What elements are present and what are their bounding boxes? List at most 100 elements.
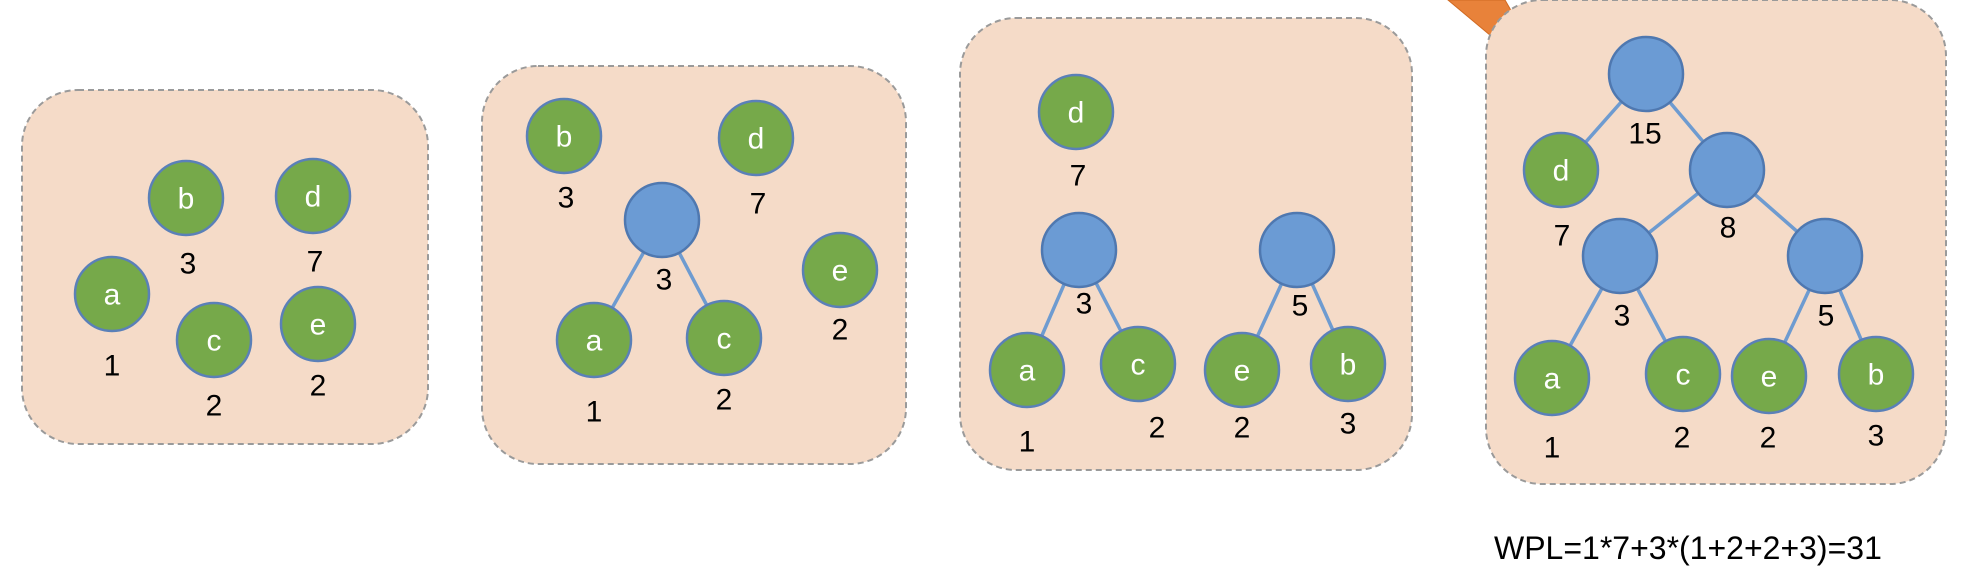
node-weight: 1 [1019, 426, 1036, 459]
internal-node-circle [1688, 131, 1766, 209]
leaf-node-circle [988, 331, 1066, 409]
node-letter: a [1544, 363, 1561, 396]
node-letter: e [310, 309, 327, 342]
tree-node-d: d7 [717, 99, 795, 221]
node-weight: 8 [1720, 212, 1737, 245]
node-weight: 1 [1544, 432, 1561, 465]
internal-node-circle [1581, 217, 1659, 295]
tree-node-c: c2 [685, 299, 763, 417]
internal-node-circle [1786, 217, 1864, 295]
node-weight: 2 [1760, 422, 1777, 455]
tree-node-b: b3 [147, 159, 225, 281]
node-weight: 2 [206, 390, 223, 423]
tree-node-b: b3 [1837, 335, 1915, 453]
node-weight: 2 [310, 370, 327, 403]
leaf-node-circle [1513, 339, 1591, 417]
tree-node-d: d7 [1037, 73, 1115, 193]
panel-background [1485, 0, 1947, 485]
leaf-node-circle [1730, 337, 1808, 415]
leaf-node-circle [525, 97, 603, 175]
node-letter: d [748, 123, 765, 156]
tree-node-c: c2 [175, 301, 253, 423]
node-letter: c [1676, 359, 1691, 392]
tree-node-b: b3 [525, 97, 603, 215]
internal-node-circle [623, 181, 701, 259]
node-weight: 15 [1628, 118, 1661, 151]
node-weight: 3 [1614, 300, 1631, 333]
node-letter: e [1761, 361, 1778, 394]
node-weight: 7 [307, 246, 324, 279]
tree-node-n3: 3 [1581, 217, 1659, 333]
node-weight: 1 [104, 350, 121, 383]
node-weight: 2 [832, 314, 849, 347]
tree-node-e: e2 [279, 285, 357, 403]
node-weight: 3 [558, 182, 575, 215]
leaf-node-circle [801, 231, 879, 309]
tree-node-d: d7 [1522, 131, 1600, 253]
leaf-node-circle [1099, 325, 1177, 403]
node-weight: 3 [656, 264, 673, 297]
wpl-formula: WPL=1*7+3*(1+2+2+3)=31 [1494, 530, 1882, 566]
leaf-node-circle [1037, 73, 1115, 151]
node-weight: 2 [716, 384, 733, 417]
node-letter: c [1131, 349, 1146, 382]
node-weight: 2 [1674, 422, 1691, 455]
tree-node-c: c2 [1644, 335, 1722, 455]
node-letter: b [1340, 349, 1357, 382]
node-weight: 7 [750, 188, 767, 221]
node-weight: 7 [1554, 220, 1571, 253]
node-letter: a [586, 325, 603, 358]
tree-node-a: a1 [555, 301, 633, 429]
node-weight: 1 [586, 396, 603, 429]
tree-node-e: e2 [1203, 331, 1281, 445]
node-weight: 5 [1818, 300, 1835, 333]
node-weight: 3 [180, 248, 197, 281]
tree-node-a: a1 [73, 255, 151, 383]
node-letter: c [207, 325, 222, 358]
internal-node-circle [1258, 211, 1336, 289]
tree-node-n8: 8 [1688, 131, 1766, 245]
leaf-node-circle [1837, 335, 1915, 413]
node-letter: c [717, 323, 732, 356]
leaf-node-circle [685, 299, 763, 377]
node-weight: 2 [1234, 412, 1251, 445]
leaf-node-circle [175, 301, 253, 379]
node-letter: d [305, 181, 322, 214]
node-letter: d [1553, 155, 1570, 188]
leaf-node-circle [279, 285, 357, 363]
tree-node-e: e2 [801, 231, 879, 347]
node-weight: 5 [1292, 290, 1309, 323]
tree-node-n3: 3 [623, 181, 701, 297]
leaf-node-circle [1522, 131, 1600, 209]
node-weight: 3 [1868, 420, 1885, 453]
node-weight: 7 [1070, 160, 1087, 193]
node-letter: a [1019, 355, 1036, 388]
leaf-node-circle [717, 99, 795, 177]
tree-node-b: b3 [1309, 325, 1387, 441]
panel-background [21, 89, 429, 445]
node-letter: b [556, 121, 573, 154]
tree-node-n5: 5 [1258, 211, 1336, 323]
tree-node-e: e2 [1730, 337, 1808, 455]
tree-node-n15: 15 [1607, 35, 1685, 151]
leaf-node-circle [1309, 325, 1387, 403]
node-weight: 3 [1340, 408, 1357, 441]
node-weight: 2 [1149, 412, 1166, 445]
leaf-node-circle [274, 157, 352, 235]
tree-node-a: a1 [988, 331, 1066, 459]
tree-node-n5: 5 [1786, 217, 1864, 333]
node-letter: b [1868, 359, 1885, 392]
node-letter: b [178, 183, 195, 216]
leaf-node-circle [147, 159, 225, 237]
leaf-node-circle [1203, 331, 1281, 409]
node-letter: e [1234, 355, 1251, 388]
node-letter: d [1068, 97, 1085, 130]
tree-node-d: d7 [274, 157, 352, 279]
leaf-node-circle [73, 255, 151, 333]
node-letter: e [832, 255, 849, 288]
